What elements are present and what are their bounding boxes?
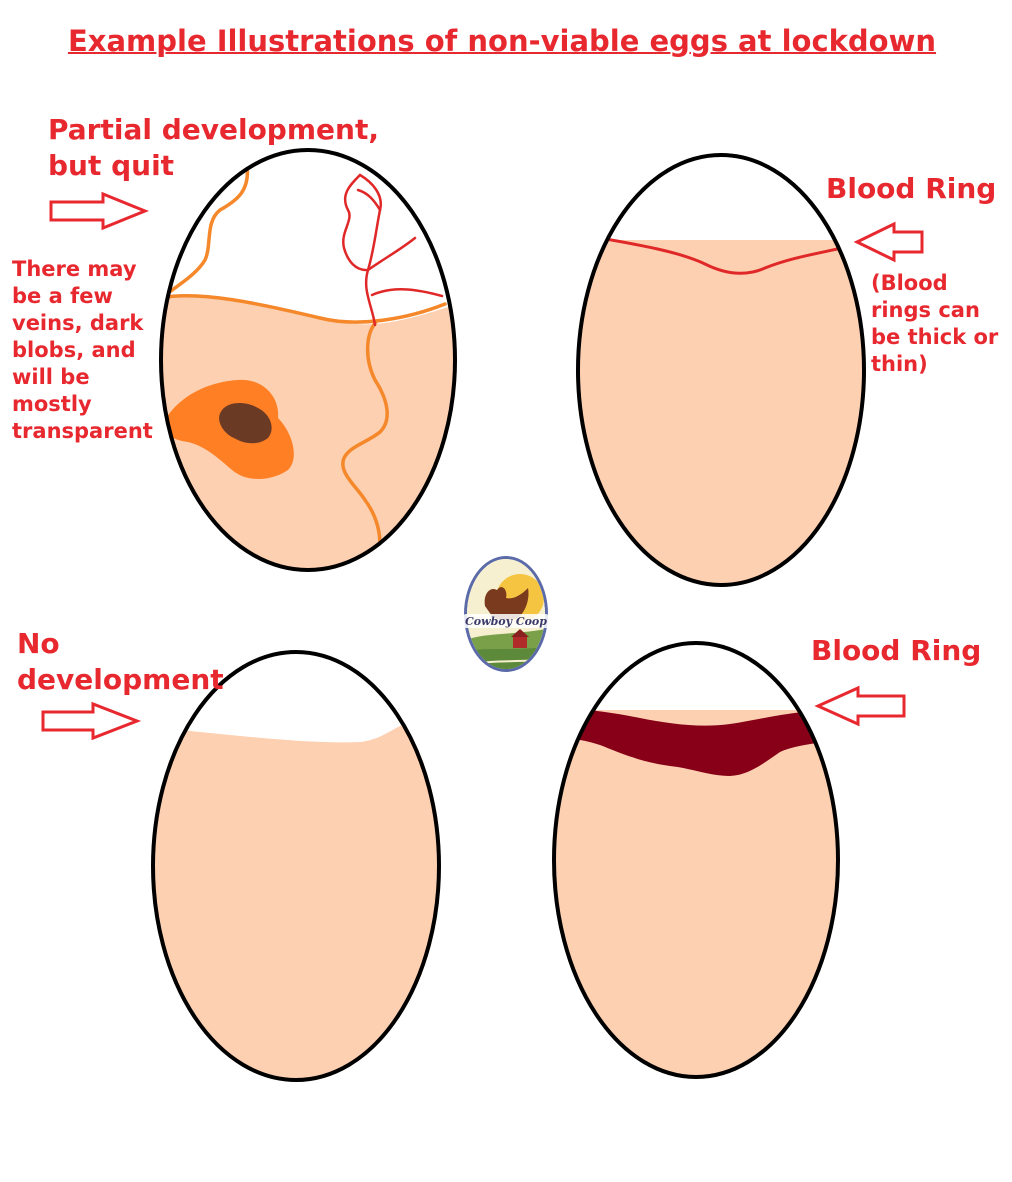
label-blood-ring-bottom: Blood Ring [811,633,981,669]
veins-red [342,173,444,327]
blob-dark [219,403,272,444]
label-blood-ring-top: Blood Ring [826,171,996,207]
note-line: be a few [12,284,113,308]
note-line: transparent [12,419,153,443]
egg-blood-ring-thin [576,153,866,587]
blood-ring-thick-band [554,708,838,776]
veins-orange [161,163,447,547]
label-no-development: No development [17,626,224,698]
note-line: There may [12,257,137,281]
egg-no-development [151,650,441,1082]
label-line: Blood Ring [826,172,997,205]
label-line: No [17,627,60,660]
note-line: (Blood [871,271,948,295]
barn-icon [513,636,527,648]
cowboy-coop-logo [463,556,549,672]
arrow-right-icon [41,701,142,741]
egg-outline [552,641,840,1079]
label-partial-development: Partial development, but quit [48,112,379,184]
page-title: Example Illustrations of non-viable eggs… [67,24,937,58]
note-line: be thick or [871,325,999,349]
label-line: development [17,663,224,696]
arrow-right-icon [49,191,149,231]
note-line: rings can [871,298,980,322]
egg-blood-ring-thick [552,641,840,1079]
egg-outline [159,148,457,572]
note-line: veins, dark [12,311,144,335]
note-line: will be [12,365,90,389]
blood-ring-thin-line [599,236,843,275]
note-partial-development: There may be a few veins, dark blobs, an… [12,256,153,445]
arrow-left-icon [814,685,906,727]
note-line: mostly [12,392,92,416]
label-line: but quit [48,149,175,182]
note-line: thin) [871,352,928,376]
label-line: Partial development, [48,113,379,146]
rooster-icon [484,587,529,621]
label-line: Blood Ring [811,634,982,667]
note-line: blobs, and [12,338,136,362]
note-blood-ring: (Blood rings can be thick or thin) [871,270,998,378]
egg-outline [151,650,441,1082]
egg-outline [576,153,866,587]
egg-partial-development [159,148,457,572]
arrow-left-icon [853,221,924,263]
